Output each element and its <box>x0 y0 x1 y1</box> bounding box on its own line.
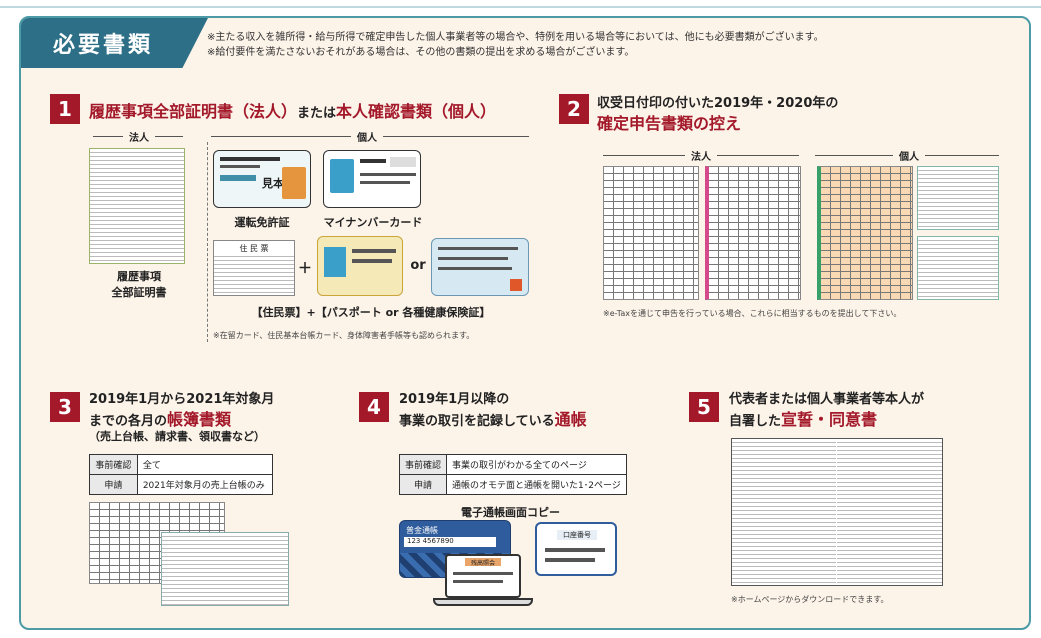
step-3-title-b: までの各月の帳簿書類 <box>89 406 231 430</box>
laptop-screen: 残高照会 <box>445 554 521 598</box>
registry-certificate-image <box>89 148 185 264</box>
step-4-title-a: 2019年1月以降の <box>399 392 510 407</box>
step-3-table: 事前確認 全て 申請 2021年対象月の売上台帳のみ <box>89 454 274 495</box>
step-3-sub: （売上台帳、請求書、領収書など） <box>89 430 265 443</box>
drivers-license-image: 見本 <box>213 150 311 208</box>
bank-card-label: 口座番号 <box>557 530 597 540</box>
plus-sign: ＋ <box>298 261 312 277</box>
table-cell: 全て <box>136 454 274 475</box>
table-cell: 通帳のオモテ面と通帳を開いた1･2ページ <box>446 474 627 495</box>
step-5-title-b: 自署した宣誓・同意書 <box>729 406 877 430</box>
table-cell: 事前確認 <box>89 454 138 475</box>
table-row: 事前確認 全て <box>89 454 274 475</box>
table-row: 申請 2021年対象月の売上台帳のみ <box>89 474 274 495</box>
step-2-badge: 2 <box>559 94 589 124</box>
step-3-badge: 3 <box>50 392 80 422</box>
step-5-note: ※ホームページからダウンロードできます。 <box>731 595 889 604</box>
step-2-note: ※e-Taxを通じて申告を行っている場合、これらに相当するものを提出して下さい。 <box>603 309 902 318</box>
step-2-title-b: 確定申告書類の控え <box>597 114 742 133</box>
corp-return-form-2 <box>705 166 801 300</box>
resident-record-image: 住 民 票 <box>213 240 295 296</box>
step-1-title-or: または <box>297 106 337 121</box>
laptop-screen-title: 残高照会 <box>465 558 501 567</box>
indiv-label: 個人 <box>351 129 383 144</box>
mynumber-card-image <box>323 150 421 208</box>
s2-indiv-label: 個人 <box>893 148 925 163</box>
table-cell: 申請 <box>89 474 138 495</box>
license-photo <box>282 167 306 199</box>
step-5-title-b-text: 自署した <box>729 414 782 429</box>
step-4-badge: 4 <box>359 392 389 422</box>
combo-label: 【住民票】+【パスポート or 各種健康保険証】 <box>251 306 491 319</box>
health-insurance-card-image <box>431 238 529 296</box>
step-2-title-a: 収受日付印の付いた2019年・2020年の <box>597 96 839 111</box>
header-note-2: ※給付要件を満たさないおそれがある場合は、その他の書類の提出を求める場合がござい… <box>207 47 635 58</box>
corp-label: 法人 <box>123 129 155 144</box>
resident-record-title: 住 民 票 <box>214 243 294 254</box>
license-label: 運転免許証 <box>234 216 290 229</box>
corp-return-form-1 <box>603 166 699 300</box>
sample-stamp: 見本 <box>262 177 284 190</box>
step-3-title-b-text: までの各月の <box>89 414 168 429</box>
header-note-1: ※主たる収入を雑所得・給与所得で確定申告した個人事業者等の場合や、特例を用いる場… <box>207 32 824 43</box>
or-label: or <box>410 258 426 273</box>
divider-dashed <box>207 142 208 342</box>
mynumber-label: マイナンバーカード <box>323 216 423 229</box>
step-3-title-c: 帳簿書類 <box>167 410 232 429</box>
mynumber-photo <box>330 159 354 193</box>
header-notes: ※主たる収入を雑所得・給与所得で確定申告した個人事業者等の場合や、特例を用いる場… <box>207 30 824 60</box>
table-cell: 事前確認 <box>398 454 448 475</box>
step-1-title: 履歴事項全部証明書（法人）または本人確認書類（個人） <box>89 98 496 122</box>
passport-image <box>317 236 403 296</box>
step-4-table: 事前確認 事業の取引がわかる全てのページ 申請 通帳のオモテ面と通帳を開いた1･… <box>398 454 627 495</box>
pledge-consent-form-image <box>731 438 943 586</box>
step-1-title-indiv: 本人確認書類（個人） <box>336 102 497 121</box>
step-1-badge: 1 <box>50 94 80 124</box>
table-row: 申請 通帳のオモテ面と通帳を開いた1･2ページ <box>398 474 627 495</box>
step-4-title-b: 事業の取引を記録している通帳 <box>399 406 587 430</box>
step-5-title-c: 宣誓・同意書 <box>781 410 878 429</box>
insurance-seal <box>510 279 522 291</box>
step-1-title-corp: 履歴事項全部証明書（法人） <box>89 102 298 121</box>
ledger-screen-image <box>161 532 289 606</box>
table-row: 事前確認 事業の取引がわかる全てのページ <box>398 454 627 475</box>
table-cell: 事業の取引がわかる全てのページ <box>446 454 627 475</box>
indiv-return-form-3 <box>917 236 999 300</box>
step-1-note: ※在留カード、住民基本台帳カード、身体障害者手帳等も認められます。 <box>213 331 475 340</box>
section-title: 必要書類 <box>53 33 154 58</box>
indiv-return-form-2 <box>917 166 999 230</box>
passbook-title: 普金通帳 <box>406 526 438 535</box>
header-tab <box>21 18 209 68</box>
indiv-return-form-1 <box>817 166 913 300</box>
required-documents-panel: 必要書類 ※主たる収入を雑所得・給与所得で確定申告した個人事業者等の場合や、特例… <box>19 16 1031 630</box>
step-5-title-a: 代表者または個人事業者等本人が <box>729 392 925 407</box>
bank-card-image: 口座番号 <box>535 522 617 576</box>
step-3-title-a: 2019年1月から2021年対象月 <box>89 392 275 407</box>
step-4-title-b-text: 事業の取引を記録している <box>399 414 555 429</box>
step-5-badge: 5 <box>689 392 719 422</box>
table-cell: 2021年対象月の売上台帳のみ <box>136 474 274 495</box>
registry-certificate-label: 履歴事項 全部証明書 <box>99 268 179 300</box>
step-4-title-c: 通帳 <box>554 410 587 429</box>
laptop-base <box>433 598 533 606</box>
top-rule <box>0 6 1041 8</box>
cert-label-line2: 全部証明書 <box>111 286 167 299</box>
passport-photo <box>324 247 346 277</box>
passbook-account-number: 123 4567890 <box>404 537 496 547</box>
table-cell: 申請 <box>398 474 448 495</box>
digital-passbook-label: 電子通帳画面コピー <box>461 506 560 519</box>
cert-label-line1: 履歴事項 <box>117 270 161 283</box>
s2-corp-label: 法人 <box>685 148 717 163</box>
